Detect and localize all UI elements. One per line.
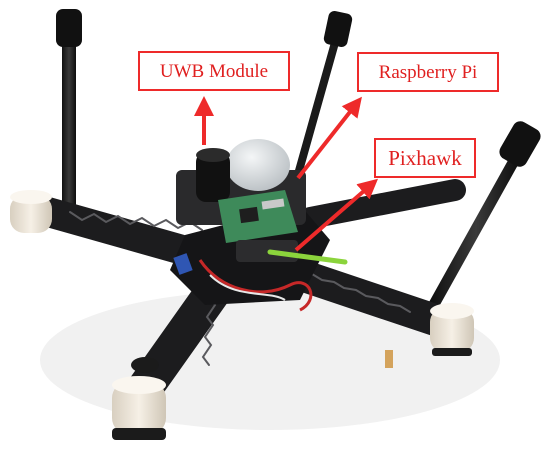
uwb-dome <box>226 139 290 191</box>
gps-cable <box>267 249 348 265</box>
uwb-module-label: UWB Module <box>138 51 290 91</box>
motor-mount-front-left <box>112 376 166 440</box>
drone-body <box>170 139 348 312</box>
pi-connector <box>261 198 285 210</box>
uwb-cylinder <box>196 152 230 202</box>
pi-chip <box>239 206 259 224</box>
motor-mount-back-left <box>10 190 52 233</box>
pixhawk-unit <box>236 240 298 262</box>
esc-blue <box>173 253 193 275</box>
arm-back-right <box>299 179 466 229</box>
callout-arrows <box>194 96 379 252</box>
uwb-cylinder-top <box>196 148 230 162</box>
pixhawk-label: Pixhawk <box>374 138 476 178</box>
pole-back-right <box>291 28 342 189</box>
landing-pad <box>131 350 393 373</box>
motor-mounts <box>10 190 474 440</box>
pole-back-left <box>62 30 76 230</box>
motor-mount-front-right <box>430 303 474 356</box>
arrow-raspberry-pi <box>296 96 362 180</box>
antenna-poles <box>56 9 541 314</box>
power-wires <box>198 259 313 312</box>
raspberry-pi-label: Raspberry Pi <box>357 52 499 92</box>
pole-cap-back-right <box>323 10 353 48</box>
pole-cap-back-left <box>56 9 82 47</box>
pole-cap-front-right <box>499 121 541 167</box>
signal-wires <box>209 274 286 301</box>
arrow-pixhawk <box>294 178 379 252</box>
pole-front-right <box>426 144 526 314</box>
